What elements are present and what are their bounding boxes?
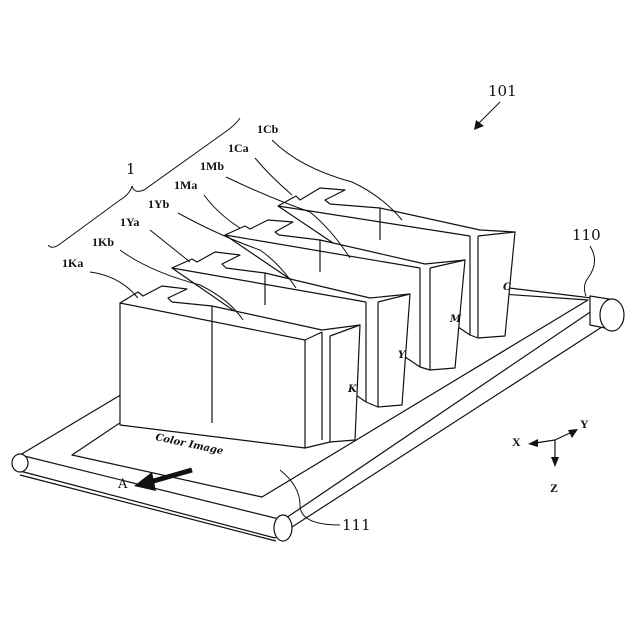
color-letter-c: C: [503, 282, 511, 293]
head-label-1ma: 1Ma: [174, 178, 197, 192]
axis-z-label: Z: [550, 481, 558, 495]
head-label-1mb: 1Mb: [200, 159, 224, 173]
color-letter-m: M: [449, 314, 462, 325]
group-bracket: [48, 118, 240, 247]
axis-x-label: X: [512, 435, 521, 449]
head-label-1ca: 1Ca: [228, 141, 249, 155]
head-label-1kb: 1Kb: [92, 235, 114, 249]
head-label-1yb: 1Yb: [148, 197, 170, 211]
head-label-1ya: 1Ya: [120, 215, 139, 229]
direction-label: A: [117, 477, 128, 492]
head-label-1cb: 1Cb: [257, 122, 279, 136]
reference-numeral: 101: [488, 82, 517, 100]
axis-y-label: Y: [580, 417, 589, 431]
medium-label: 111: [342, 516, 371, 534]
coordinate-axes: X Y Z: [512, 417, 589, 495]
color-letter-k: K: [347, 384, 358, 395]
belt-left-roller: [12, 454, 28, 472]
head-label-1ka: 1Ka: [62, 256, 83, 270]
color-letter-y: Y: [398, 350, 406, 361]
belt-label: 110: [572, 226, 601, 244]
group-label: 1: [126, 160, 136, 178]
